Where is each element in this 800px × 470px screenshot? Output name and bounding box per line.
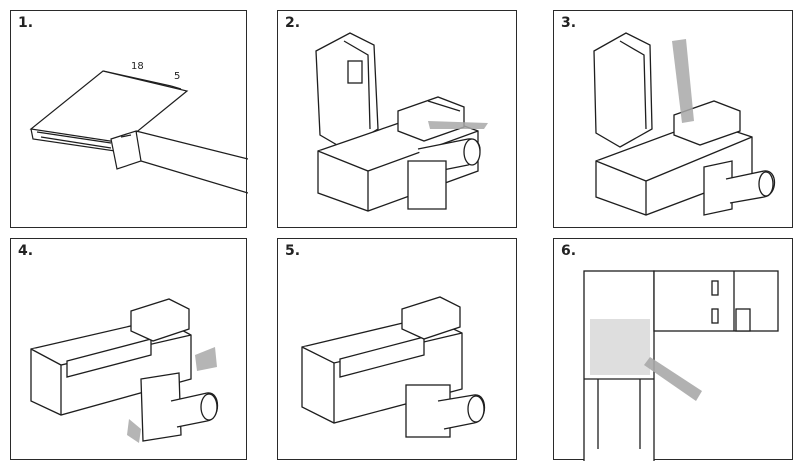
close-arrow-top	[195, 347, 217, 371]
stripped-cable-illustration: 18 5	[29, 61, 248, 194]
dimension-5-label: 5	[174, 71, 180, 82]
step-1-panel: 1. 18 5	[10, 10, 248, 228]
open-connector-insert-cable-illustration	[315, 32, 488, 212]
close-lid-illustration	[30, 298, 219, 443]
step-number: 6.	[561, 243, 577, 259]
insert-arrow	[428, 121, 488, 129]
close-arrow-bottom	[127, 419, 141, 443]
step-number: 3.	[561, 15, 577, 31]
closed-connector-illustration	[301, 296, 486, 438]
step-number: 4.	[18, 243, 34, 259]
shield-area	[590, 319, 650, 375]
step-number: 1.	[18, 15, 34, 31]
step-3-panel: 3.	[553, 10, 793, 228]
step-2-panel: 2.	[277, 10, 517, 228]
pointer-arrow	[644, 357, 702, 401]
press-arrow	[672, 39, 694, 123]
press-cable-into-contacts-illustration	[593, 32, 776, 216]
dimension-18-label: 18	[131, 61, 144, 72]
step-5-panel: 5.	[277, 238, 517, 460]
top-view-illustration	[583, 270, 779, 461]
step-6-panel: 6.	[553, 238, 793, 461]
step-number: 5.	[285, 243, 301, 259]
step-number: 2.	[285, 15, 301, 31]
step-4-panel: 4.	[10, 238, 247, 460]
